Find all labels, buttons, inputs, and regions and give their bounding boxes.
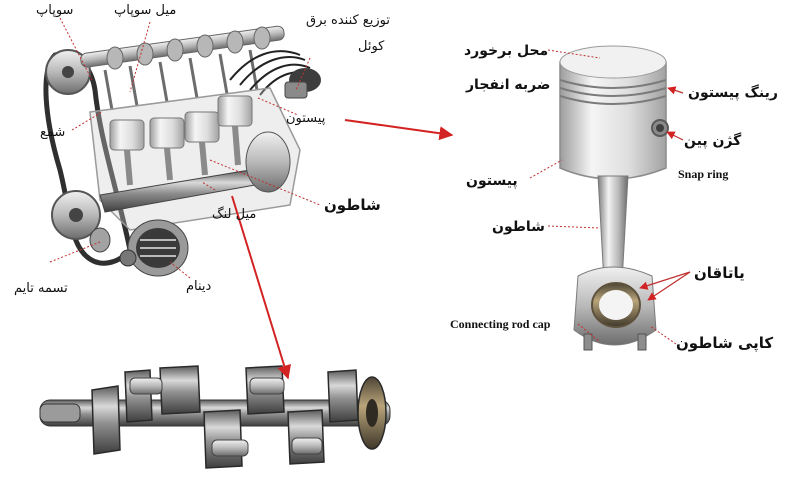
crank-journals [129, 377, 323, 457]
label-timing-belt: تسمه تایم [14, 281, 68, 296]
piston-rings [559, 79, 667, 105]
label-valve: سوپاپ [36, 3, 74, 18]
flywheel [245, 131, 291, 193]
label-camshaft: میل سوپاپ [114, 3, 177, 18]
label-crankshaft: میل لنگ [212, 207, 257, 222]
label-snap-ring: Snap ring [678, 167, 729, 181]
timing-belt [43, 49, 133, 266]
label-explosion-stroke: ضربه انفجار [466, 77, 551, 93]
label-connecting-rod-detail: شاطون [492, 219, 545, 235]
crank-front-stub [39, 403, 81, 423]
alternator [119, 219, 189, 277]
crankshaft-illustration [39, 365, 391, 469]
label-connecting-rod-engine: شاطون [324, 196, 381, 214]
ignition-coil [284, 81, 308, 99]
piston-detail-illustration [559, 45, 669, 351]
label-connecting-rod-cap-fa: کاپی شاطون [676, 334, 774, 352]
label-piston-engine: پیستون [286, 111, 326, 126]
label-piston-detail: پیستون [466, 173, 518, 189]
label-spark-plug: شمع [40, 125, 66, 140]
engine-pistons [109, 95, 253, 151]
piston-leader-lines [529, 49, 677, 345]
distributor [229, 50, 315, 96]
connecting-rod [597, 175, 629, 283]
label-piston-ring: رینگ پیستون [688, 85, 778, 101]
connector-arrows [231, 119, 454, 380]
label-coil: کوئل [358, 39, 385, 54]
piston-pointer-lines [639, 86, 691, 301]
label-connecting-rod-cap-en: Connecting rod cap [450, 317, 551, 331]
label-bearing: یاتاقان [694, 264, 745, 282]
engine-illustration [43, 25, 321, 277]
label-impact-area: محل برخورد [464, 43, 549, 59]
label-gudgeon-pin: گژن پین [684, 133, 742, 149]
engine-leader-lines [49, 17, 321, 279]
label-alternator: دینام [186, 279, 212, 294]
label-distributor: توزیع کننده برق [306, 13, 390, 28]
